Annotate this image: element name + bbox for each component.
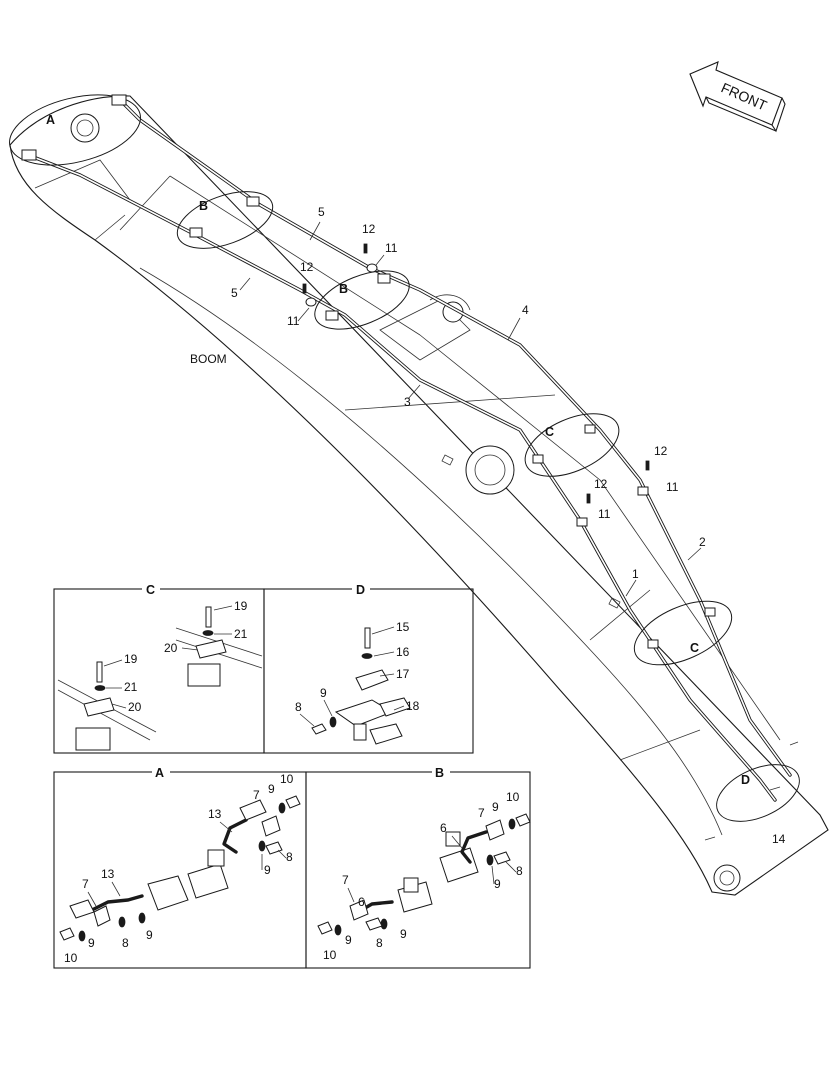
callout-5-upper: 5 xyxy=(318,205,325,219)
panel-b-6-low: 6 xyxy=(358,895,365,909)
callout-11-right: 11 xyxy=(666,480,679,494)
panel-d-8: 8 xyxy=(295,700,302,714)
panel-a-9-low: 9 xyxy=(88,936,95,950)
panel-b-8-low: 8 xyxy=(376,936,383,950)
panel-c-19b: 19 xyxy=(124,652,138,666)
callout-d: D xyxy=(741,773,750,787)
callout-12-upper: 12 xyxy=(362,222,376,236)
callout-c-upper: C xyxy=(545,425,554,439)
detail-panel-a: A 10 9 7 13 8 9 13 7 9 8 9 10 xyxy=(53,765,307,969)
callout-b-upper: B xyxy=(199,199,208,213)
panel-c-title: C xyxy=(146,583,155,597)
callout-2: 2 xyxy=(699,535,706,549)
callout-b-lower: B xyxy=(339,282,348,296)
callout-a-top: A xyxy=(46,113,55,127)
callout-11-mid: 11 xyxy=(287,314,300,328)
panel-b-10-low: 10 xyxy=(323,948,337,962)
panel-b-10-top: 10 xyxy=(506,790,520,804)
panel-a-13-top: 13 xyxy=(208,807,222,821)
panel-a-9-low2: 9 xyxy=(146,928,153,942)
panel-a-8-top: 8 xyxy=(286,850,293,864)
panel-c-19a: 19 xyxy=(234,599,248,613)
panel-d-18: 18 xyxy=(406,699,420,713)
panel-b-7-top: 7 xyxy=(478,806,485,820)
boom-clamps xyxy=(21,94,716,649)
callout-11-upper: 11 xyxy=(385,241,398,255)
detail-panel-d: D 15 16 17 18 9 8 xyxy=(263,582,474,754)
panel-d-9: 9 xyxy=(320,686,327,700)
panel-d-17: 17 xyxy=(396,667,410,681)
panel-d-title: D xyxy=(356,583,365,597)
panel-b-6-top: 6 xyxy=(440,821,447,835)
panel-c-21a: 21 xyxy=(234,627,248,641)
panel-d-16: 16 xyxy=(396,645,410,659)
panel-b-9-low: 9 xyxy=(345,933,352,947)
detail-ellipses xyxy=(9,94,800,822)
callout-1: 1 xyxy=(632,567,639,581)
callout-c-lower: C xyxy=(690,641,699,655)
panel-c-20a: 20 xyxy=(164,641,178,655)
panel-a-13-low: 13 xyxy=(101,867,115,881)
panel-a-9-top: 9 xyxy=(268,782,275,796)
panel-a-7-top: 7 xyxy=(253,788,260,802)
callout-12-left: 12 xyxy=(594,477,608,491)
panel-c-20b: 20 xyxy=(128,700,142,714)
callout-11-left: 11 xyxy=(598,507,611,521)
detail-panel-b: B 10 9 7 6 8 9 7 6 9 8 9 10 xyxy=(305,765,531,969)
panel-b-9-mid: 9 xyxy=(494,877,501,891)
panel-a-9-mid: 9 xyxy=(264,863,271,877)
panel-a-8-low: 8 xyxy=(122,936,129,950)
boom-structure xyxy=(9,95,829,896)
callout-12-mid: 12 xyxy=(300,260,314,274)
callout-12-right: 12 xyxy=(654,444,668,458)
panel-c-21b: 21 xyxy=(124,680,138,694)
panel-b-8-top: 8 xyxy=(516,864,523,878)
callout-5-lower: 5 xyxy=(231,286,238,300)
panel-d-15: 15 xyxy=(396,620,410,634)
detail-panel-c: C 19 21 20 19 21 20 xyxy=(53,582,265,754)
boom-callouts: BOOM A B B C C D 5 5 12 11 12 11 4 3 12 … xyxy=(46,113,786,846)
panel-a-title: A xyxy=(155,766,164,780)
pipe-lines xyxy=(26,98,792,802)
panel-b-7-low: 7 xyxy=(342,873,349,887)
panel-a-10-top: 10 xyxy=(280,772,294,786)
panel-a-10-low: 10 xyxy=(64,951,78,965)
panel-b-9-top: 9 xyxy=(492,800,499,814)
front-arrow-icon: FRONT xyxy=(689,61,786,133)
callout-14: 14 xyxy=(772,832,786,846)
callout-3: 3 xyxy=(404,395,411,409)
front-label: FRONT xyxy=(719,79,770,113)
panel-b-9-low2: 9 xyxy=(400,927,407,941)
panel-a-7-low: 7 xyxy=(82,877,89,891)
boom-label: BOOM xyxy=(190,352,227,366)
callout-4: 4 xyxy=(522,303,529,317)
panel-b-title: B xyxy=(435,766,444,780)
